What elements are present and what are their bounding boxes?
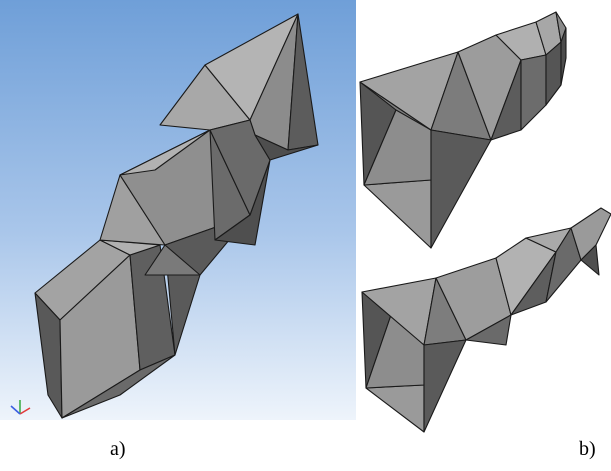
- prism-face: [465, 314, 512, 346]
- prism-face: [254, 134, 319, 161]
- viewport-a-canvas: [0, 0, 356, 420]
- viewport-b-lower-canvas: [361, 207, 611, 433]
- viewport-b-lower[interactable]: [356, 190, 611, 435]
- prism-face: [423, 339, 467, 433]
- tapered-prism-model-lower[interactable]: [361, 207, 611, 433]
- prism-face: [580, 244, 600, 276]
- prism-face: [560, 27, 567, 86]
- viewport-a[interactable]: [0, 0, 356, 420]
- prism-face: [119, 129, 211, 176]
- twisted-prism-model[interactable]: [34, 13, 319, 419]
- caption-b: b): [579, 438, 596, 460]
- tapered-prism-model-upper[interactable]: [359, 11, 567, 249]
- prism-face: [365, 384, 425, 433]
- prism-face: [570, 207, 611, 261]
- caption-a: a): [110, 438, 126, 460]
- prism-face: [520, 54, 547, 131]
- axes-triad-icon: [10, 400, 31, 415]
- prism-face: [144, 244, 201, 276]
- viewport-b-upper-canvas: [359, 11, 567, 249]
- prism-face: [430, 129, 492, 249]
- viewport-b-upper[interactable]: [356, 0, 611, 250]
